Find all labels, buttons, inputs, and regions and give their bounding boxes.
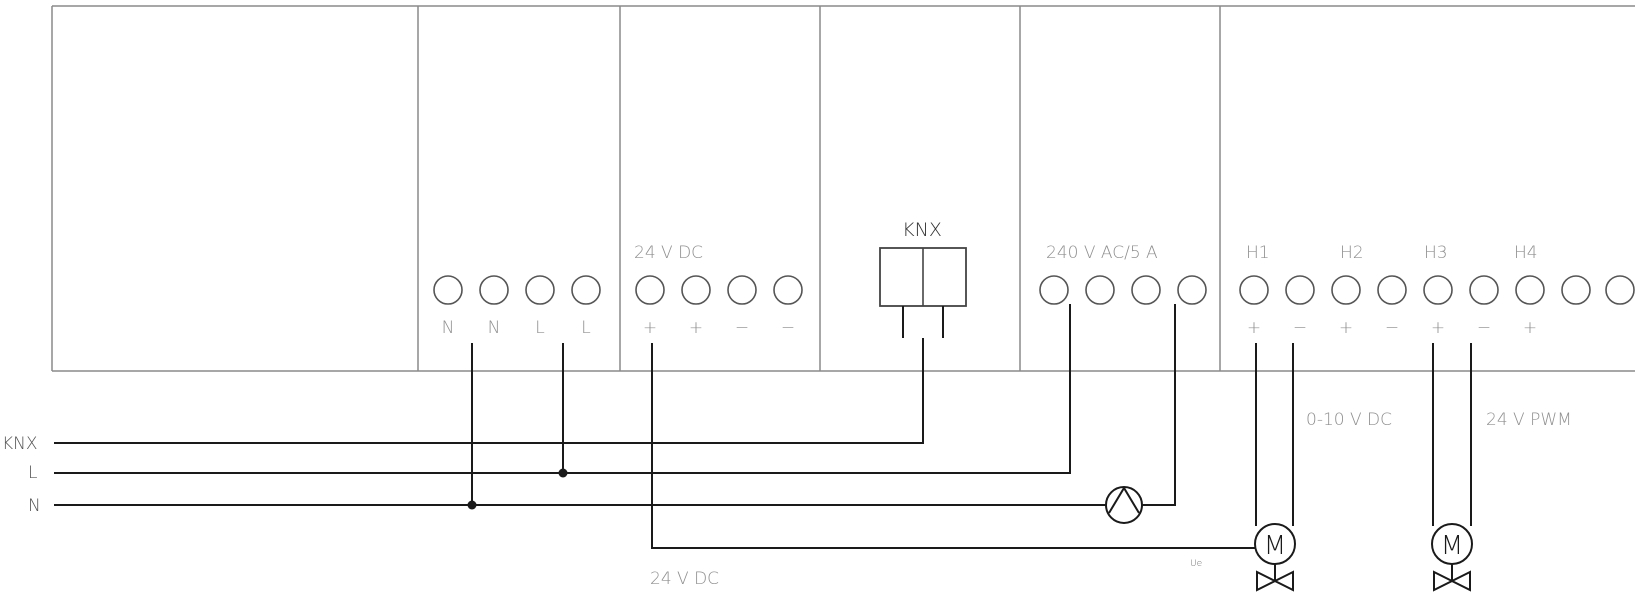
- terminal-label: L: [535, 318, 544, 338]
- output-terminal: [1239, 275, 1269, 305]
- relay-terminal: [1085, 275, 1115, 305]
- terminal-label: −: [1385, 318, 1399, 338]
- channel-label-h3: H3: [1424, 243, 1448, 263]
- knx-title: KNX: [902, 219, 942, 241]
- n-line-label: N: [28, 496, 41, 516]
- output-terminal: [1423, 275, 1453, 305]
- analog-annotation: 0-10 V DC: [1306, 410, 1392, 430]
- knx-wire: [54, 338, 924, 444]
- output-terminal-block: H1 H2 H3 H4 + − + − + − +: [1239, 243, 1635, 338]
- junction-dot: [467, 500, 477, 510]
- dc-supply-annotation: 24 V DC: [650, 569, 719, 589]
- terminal-label: −: [781, 318, 795, 338]
- valve-actuator-b: M: [1431, 523, 1473, 592]
- terminal-label: L: [581, 318, 590, 338]
- power-terminal-block: N N L L: [433, 275, 601, 338]
- wiring: [54, 304, 1472, 549]
- relay-terminal: [1039, 275, 1069, 305]
- terminal-label: +: [1339, 318, 1353, 338]
- dc-supply-title: 24 V DC: [634, 243, 703, 263]
- l-line-label: L: [28, 463, 37, 483]
- terminal-label: N: [442, 318, 455, 338]
- dc-supply-terminal-block: 24 V DC + + − −: [634, 243, 803, 338]
- channel-label-h4: H4: [1514, 243, 1538, 263]
- junction-dot: [558, 468, 568, 478]
- terminal-label: +: [1431, 318, 1445, 338]
- terminal-label: +: [643, 318, 657, 338]
- output-terminal: [1469, 275, 1499, 305]
- valve-actuator-a: M: [1254, 523, 1296, 592]
- channel-label-h2: H2: [1340, 243, 1364, 263]
- relay-title: 240 V AC/5 A: [1046, 243, 1158, 263]
- terminal-label: N: [488, 318, 501, 338]
- output-terminal: [1605, 275, 1635, 305]
- terminal-minus1: [727, 275, 757, 305]
- bus-line-labels: KNX L N: [2, 434, 41, 516]
- knx-connector: KNX: [879, 219, 967, 338]
- terminal-label: +: [1523, 318, 1537, 338]
- valve-icon: [1256, 570, 1278, 592]
- ue-annotation: Ue: [1190, 559, 1202, 569]
- module-housing: [51, 5, 1635, 372]
- relay-load-wire: [1142, 304, 1176, 506]
- relay-terminal-block: 240 V AC/5 A: [1039, 243, 1207, 305]
- output-terminal: [1515, 275, 1545, 305]
- motor-label: M: [1441, 531, 1463, 561]
- pump-icon: [1105, 486, 1143, 524]
- channel-label-h1: H1: [1246, 243, 1270, 263]
- terminal-l2: [571, 275, 601, 305]
- terminal-n1: [433, 275, 463, 305]
- output-terminal: [1285, 275, 1315, 305]
- pwm-annotation: 24 V PWM: [1486, 410, 1572, 430]
- valve-icon: [1433, 570, 1455, 592]
- output-terminal: [1331, 275, 1361, 305]
- relay-terminal: [1177, 275, 1207, 305]
- terminal-l1: [525, 275, 555, 305]
- terminal-label: +: [1247, 318, 1261, 338]
- terminal-label: −: [1477, 318, 1491, 338]
- terminal-n2: [479, 275, 509, 305]
- terminal-label: +: [689, 318, 703, 338]
- output-terminal: [1377, 275, 1407, 305]
- relay-terminal: [1131, 275, 1161, 305]
- knx-line-label: KNX: [2, 434, 38, 454]
- terminal-label: −: [1293, 318, 1307, 338]
- terminal-plus2: [681, 275, 711, 305]
- l-wire: [54, 304, 1071, 474]
- output-terminal: [1561, 275, 1591, 305]
- motor-label: M: [1264, 531, 1286, 561]
- terminal-label: −: [735, 318, 749, 338]
- dc-supply-wire: [651, 343, 1258, 549]
- annotations: 0-10 V DC 24 V PWM 24 V DC Ue: [650, 410, 1572, 589]
- terminal-plus1: [635, 275, 665, 305]
- terminal-minus2: [773, 275, 803, 305]
